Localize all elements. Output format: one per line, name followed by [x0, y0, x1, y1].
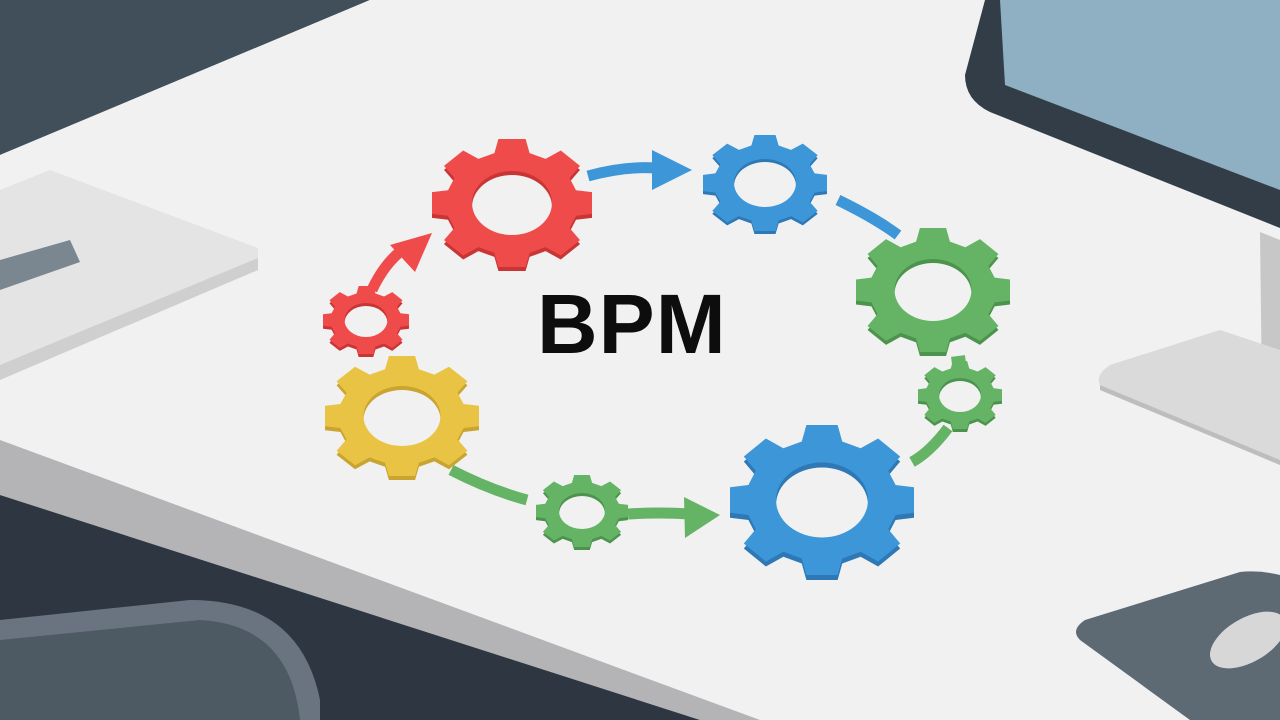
connector-green-bottom-2: [627, 507, 691, 520]
arrow-head-blue: [652, 150, 692, 190]
connector-green-bottom-1: [448, 465, 529, 506]
arrow-head-red: [390, 233, 432, 272]
mousepad: [1076, 571, 1280, 720]
keyboard: [0, 170, 258, 380]
desk-edge: [0, 440, 760, 720]
connector-blue-right: [835, 195, 902, 240]
mouse: [1210, 611, 1280, 669]
arrow-head-green: [684, 497, 720, 538]
connector-blue-top: [586, 162, 656, 182]
connector-green-down: [909, 424, 953, 467]
bpm-title: BPM: [537, 277, 727, 371]
monitor: [965, 0, 1280, 465]
process-connectors: [367, 150, 967, 538]
